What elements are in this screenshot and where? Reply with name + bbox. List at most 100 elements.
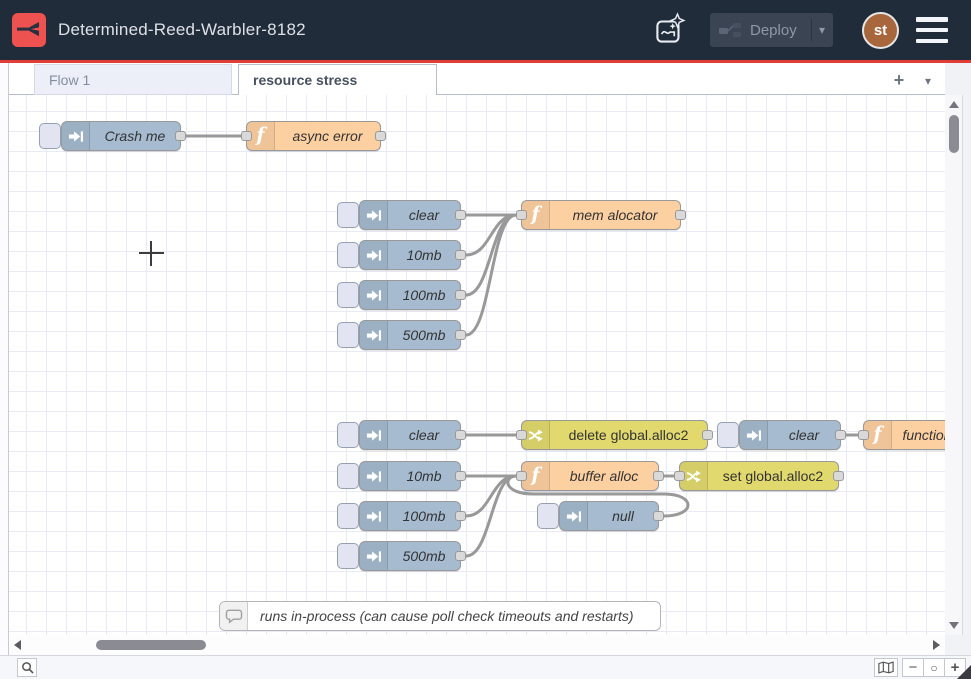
search-button[interactable]: [17, 658, 37, 677]
inject-arrow-icon: [366, 509, 381, 524]
add-flow-button[interactable]: +: [887, 68, 911, 92]
node-label: clear: [388, 421, 460, 449]
node-label: 500mb: [388, 542, 460, 570]
output-port[interactable]: [835, 430, 846, 440]
inject-trigger-button[interactable]: [537, 503, 559, 529]
deploy-button[interactable]: Deploy ▾: [710, 13, 833, 47]
node-mb500-b[interactable]: 500mb: [359, 541, 461, 571]
node-async-error[interactable]: fasync error: [246, 121, 381, 151]
input-port[interactable]: [516, 430, 527, 440]
node-mb10-b[interactable]: 10mb: [359, 461, 461, 491]
output-port[interactable]: [455, 250, 466, 260]
node-label: 10mb: [388, 241, 460, 269]
node-mb100-b[interactable]: 100mb: [359, 501, 461, 531]
output-port[interactable]: [175, 131, 186, 141]
vertical-scrollbar[interactable]: [945, 95, 963, 635]
node-clear-c[interactable]: clear: [739, 420, 841, 450]
horizontal-scrollbar-thumb[interactable]: [96, 640, 206, 650]
inject-arrow-icon: [366, 248, 381, 263]
node-clear-a[interactable]: clear: [359, 200, 461, 230]
flow-canvas[interactable]: Crash me fasync error clear 10mb 100mb 500mb f…: [9, 95, 945, 635]
tab-flow-1[interactable]: Flow 1: [34, 64, 232, 95]
wires-layer: [9, 95, 945, 635]
vertical-scrollbar-thumb[interactable]: [949, 115, 959, 153]
user-avatar[interactable]: st: [862, 12, 899, 49]
node-label: mem alocator: [550, 201, 680, 229]
function-f-icon: f: [531, 464, 539, 486]
node-mb500-a[interactable]: 500mb: [359, 320, 461, 350]
inject-arrow-icon: [566, 509, 581, 524]
output-port[interactable]: [455, 290, 466, 300]
node-mb100-a[interactable]: 100mb: [359, 280, 461, 310]
output-port[interactable]: [455, 511, 466, 521]
inject-icon: [560, 502, 588, 530]
tab-label: Flow 1: [49, 72, 90, 88]
search-icon: [21, 661, 34, 674]
output-port[interactable]: [375, 131, 386, 141]
main-menu-button[interactable]: [916, 17, 950, 43]
node-function-clip[interactable]: ffunction: [863, 420, 945, 450]
zoom-out-button[interactable]: −: [902, 658, 924, 677]
output-port[interactable]: [653, 471, 664, 481]
output-port[interactable]: [653, 511, 664, 521]
input-port[interactable]: [858, 430, 869, 440]
output-port[interactable]: [702, 430, 713, 440]
inject-trigger-button[interactable]: [39, 123, 61, 149]
output-port[interactable]: [455, 330, 466, 340]
node-set-global[interactable]: set global.alloc2: [679, 461, 839, 491]
node-crash-me[interactable]: Crash me: [61, 121, 181, 151]
comment-label: runs in-process (can cause poll check ti…: [248, 602, 660, 630]
zoom-reset-button[interactable]: ○: [923, 658, 945, 677]
ai-assistant-button[interactable]: [650, 12, 688, 50]
inject-trigger-button[interactable]: [337, 503, 359, 529]
change-shuffle-icon: [528, 428, 543, 443]
inject-trigger-button[interactable]: [717, 422, 739, 448]
output-port[interactable]: [455, 430, 466, 440]
node-clear-b[interactable]: clear: [359, 420, 461, 450]
scroll-left-arrow-icon[interactable]: [14, 640, 21, 650]
input-port[interactable]: [241, 131, 252, 141]
tab-resource-stress[interactable]: resource stress: [238, 64, 437, 96]
output-port[interactable]: [833, 471, 844, 481]
plus-icon: +: [894, 70, 905, 90]
chevron-down-icon: ▾: [925, 74, 931, 88]
input-port[interactable]: [674, 471, 685, 481]
comment-node[interactable]: runs in-process (can cause poll check ti…: [219, 601, 661, 631]
output-port[interactable]: [675, 210, 686, 220]
inject-arrow-icon: [366, 208, 381, 223]
input-port[interactable]: [516, 210, 527, 220]
inject-trigger-button[interactable]: [337, 202, 359, 228]
node-mb10-a[interactable]: 10mb: [359, 240, 461, 270]
inject-trigger-button[interactable]: [337, 463, 359, 489]
node-label: 10mb: [388, 462, 460, 490]
scroll-right-arrow-icon[interactable]: [933, 640, 940, 650]
output-port[interactable]: [455, 471, 466, 481]
change-shuffle-icon: [686, 469, 701, 484]
scroll-down-arrow-icon[interactable]: [949, 622, 959, 629]
inject-trigger-button[interactable]: [337, 543, 359, 569]
navigator-button[interactable]: [874, 658, 898, 677]
inject-trigger-button[interactable]: [337, 322, 359, 348]
node-mem-alocator[interactable]: fmem alocator: [521, 200, 681, 230]
output-port[interactable]: [455, 551, 466, 561]
inject-arrow-icon: [366, 328, 381, 343]
inject-trigger-button[interactable]: [337, 242, 359, 268]
node-label: 100mb: [388, 281, 460, 309]
input-port[interactable]: [516, 471, 527, 481]
node-delete-global[interactable]: delete global.alloc2: [521, 420, 708, 450]
map-icon: [878, 661, 894, 674]
node-label: 500mb: [388, 321, 460, 349]
flow-list-button[interactable]: ▾: [917, 70, 939, 92]
horizontal-scrollbar[interactable]: [9, 635, 945, 655]
inject-icon: [62, 122, 90, 150]
node-null-inject[interactable]: null: [559, 501, 659, 531]
inject-trigger-button[interactable]: [337, 282, 359, 308]
deploy-chevron-down-icon[interactable]: ▾: [819, 23, 825, 37]
resize-grip[interactable]: [957, 665, 971, 679]
scroll-up-arrow-icon[interactable]: [949, 101, 959, 108]
flowfuse-logo[interactable]: [12, 13, 46, 47]
output-port[interactable]: [455, 210, 466, 220]
node-buffer-alloc[interactable]: fbuffer alloc: [521, 461, 659, 491]
inject-trigger-button[interactable]: [337, 422, 359, 448]
